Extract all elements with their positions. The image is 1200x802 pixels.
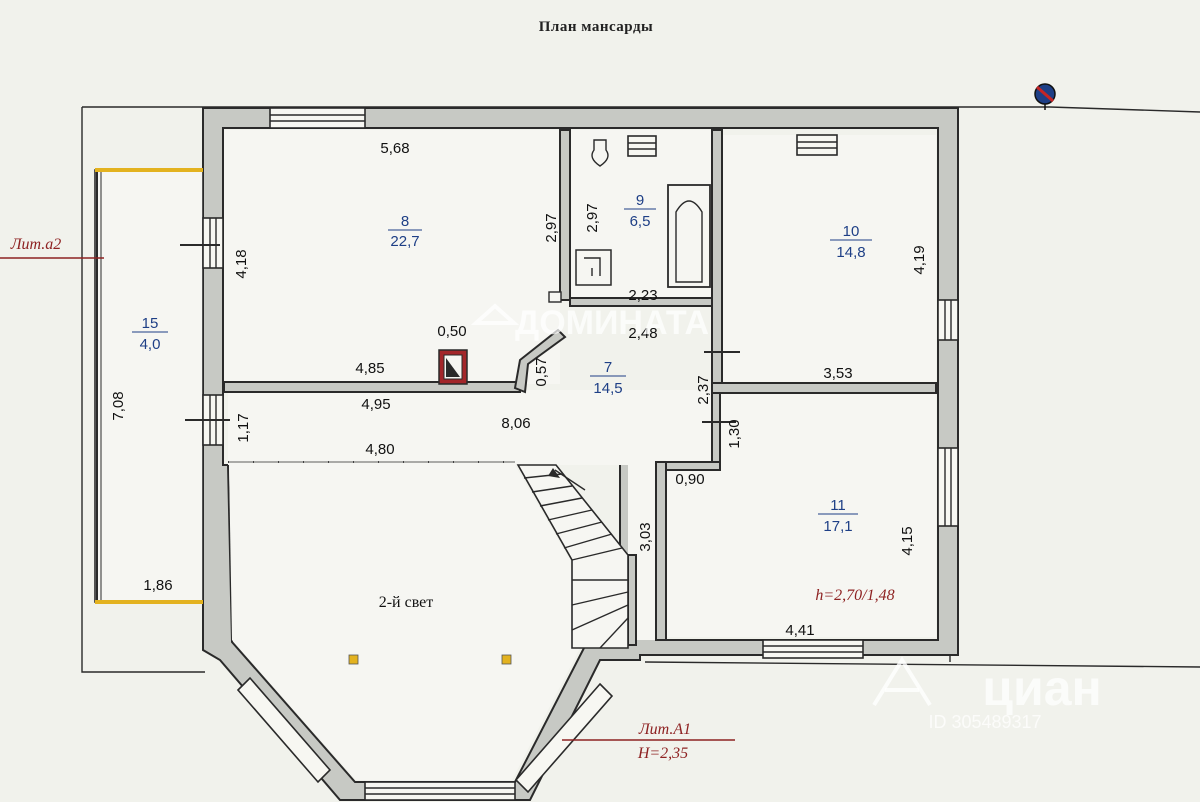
toilet	[591, 139, 609, 167]
room-8-floor	[224, 130, 560, 384]
door-marks	[180, 244, 740, 423]
dim-419: 4,19	[911, 245, 928, 274]
dim-418: 4,18	[233, 249, 250, 278]
room-7-area: 14,5	[593, 380, 622, 397]
room-15-area: 4,0	[140, 336, 161, 353]
windows	[202, 107, 959, 801]
dim-806: 8,06	[501, 415, 530, 432]
marker-right	[501, 654, 512, 665]
dim-297-right: 2,97	[584, 203, 601, 232]
dim-057: 0,57	[533, 357, 550, 386]
dim-050: 0,50	[437, 323, 466, 340]
room-8-number: 8	[401, 213, 409, 230]
dim-441: 4,41	[785, 622, 814, 639]
plan-title: План мансарды	[539, 19, 654, 35]
room-10-floor	[722, 135, 936, 383]
dim-186: 1,86	[143, 577, 172, 594]
room-15-number: 15	[142, 315, 159, 332]
dim-090: 0,90	[675, 471, 704, 488]
cian-logo-icon	[872, 656, 932, 707]
lit-a1-label: Лит.А1	[638, 721, 691, 738]
agency-watermark: ДОМИНАТА	[470, 303, 709, 342]
dim-117: 1,17	[235, 413, 252, 442]
interior-walls	[223, 129, 937, 646]
room-8-area: 22,7	[390, 233, 419, 250]
room-7-number: 7	[604, 359, 612, 376]
room-10-number: 10	[843, 223, 860, 240]
dim-485: 4,85	[355, 360, 384, 377]
dim-568: 5,68	[380, 140, 409, 157]
dim-495: 4,95	[361, 396, 390, 413]
lit-a2-label: Лит.а2	[10, 236, 62, 253]
dimensions: 5,68 4,18 2,97 2,97 4,19 2,23 2,48 0,50 …	[110, 140, 928, 639]
dim-130: 1,30	[726, 419, 743, 448]
staircase	[516, 464, 629, 649]
sink	[575, 249, 612, 286]
meter-symbol	[1034, 83, 1056, 110]
dim-237: 2,37	[695, 375, 712, 404]
room-11-height: h=2,70/1,48	[815, 587, 894, 604]
house-icon	[470, 303, 520, 325]
room-9-area: 6,5	[630, 213, 651, 230]
second-light-label: 2-й свет	[379, 594, 434, 611]
room-10-area: 14,8	[836, 244, 865, 261]
marker-left	[348, 654, 359, 665]
bathtub	[667, 184, 711, 288]
room-9-number: 9	[636, 192, 644, 209]
dim-248: 2,48	[628, 325, 657, 342]
stove	[438, 349, 468, 385]
room-7-floor	[228, 390, 712, 640]
dim-297-left: 2,97	[543, 213, 560, 242]
cian-watermark: циан ID 305489317	[872, 656, 1102, 732]
height-a1-label: Н=2,35	[637, 745, 688, 762]
cian-id-text: ID 305489317	[928, 712, 1041, 732]
dim-223: 2,23	[628, 287, 657, 304]
dim-415: 4,15	[899, 526, 916, 555]
dim-708: 7,08	[110, 391, 127, 420]
balcony-room-15	[94, 168, 204, 604]
dim-480: 4,80	[365, 441, 394, 458]
second-light-floor	[229, 465, 580, 780]
agency-watermark-text: ДОМИНАТА	[515, 304, 709, 342]
room-11-area: 17,1	[823, 518, 852, 535]
dim-303: 3,03	[637, 522, 654, 551]
cian-brand-text: циан	[982, 660, 1101, 716]
bathroom-fixtures	[575, 139, 711, 288]
dim-353: 3,53	[823, 365, 852, 382]
room-11-number: 11	[830, 497, 846, 514]
room-labels: 8 22,7 9 6,5 10 14,8 15 4,0 7 14,5 11 17…	[132, 192, 872, 535]
room-fills	[224, 130, 936, 780]
